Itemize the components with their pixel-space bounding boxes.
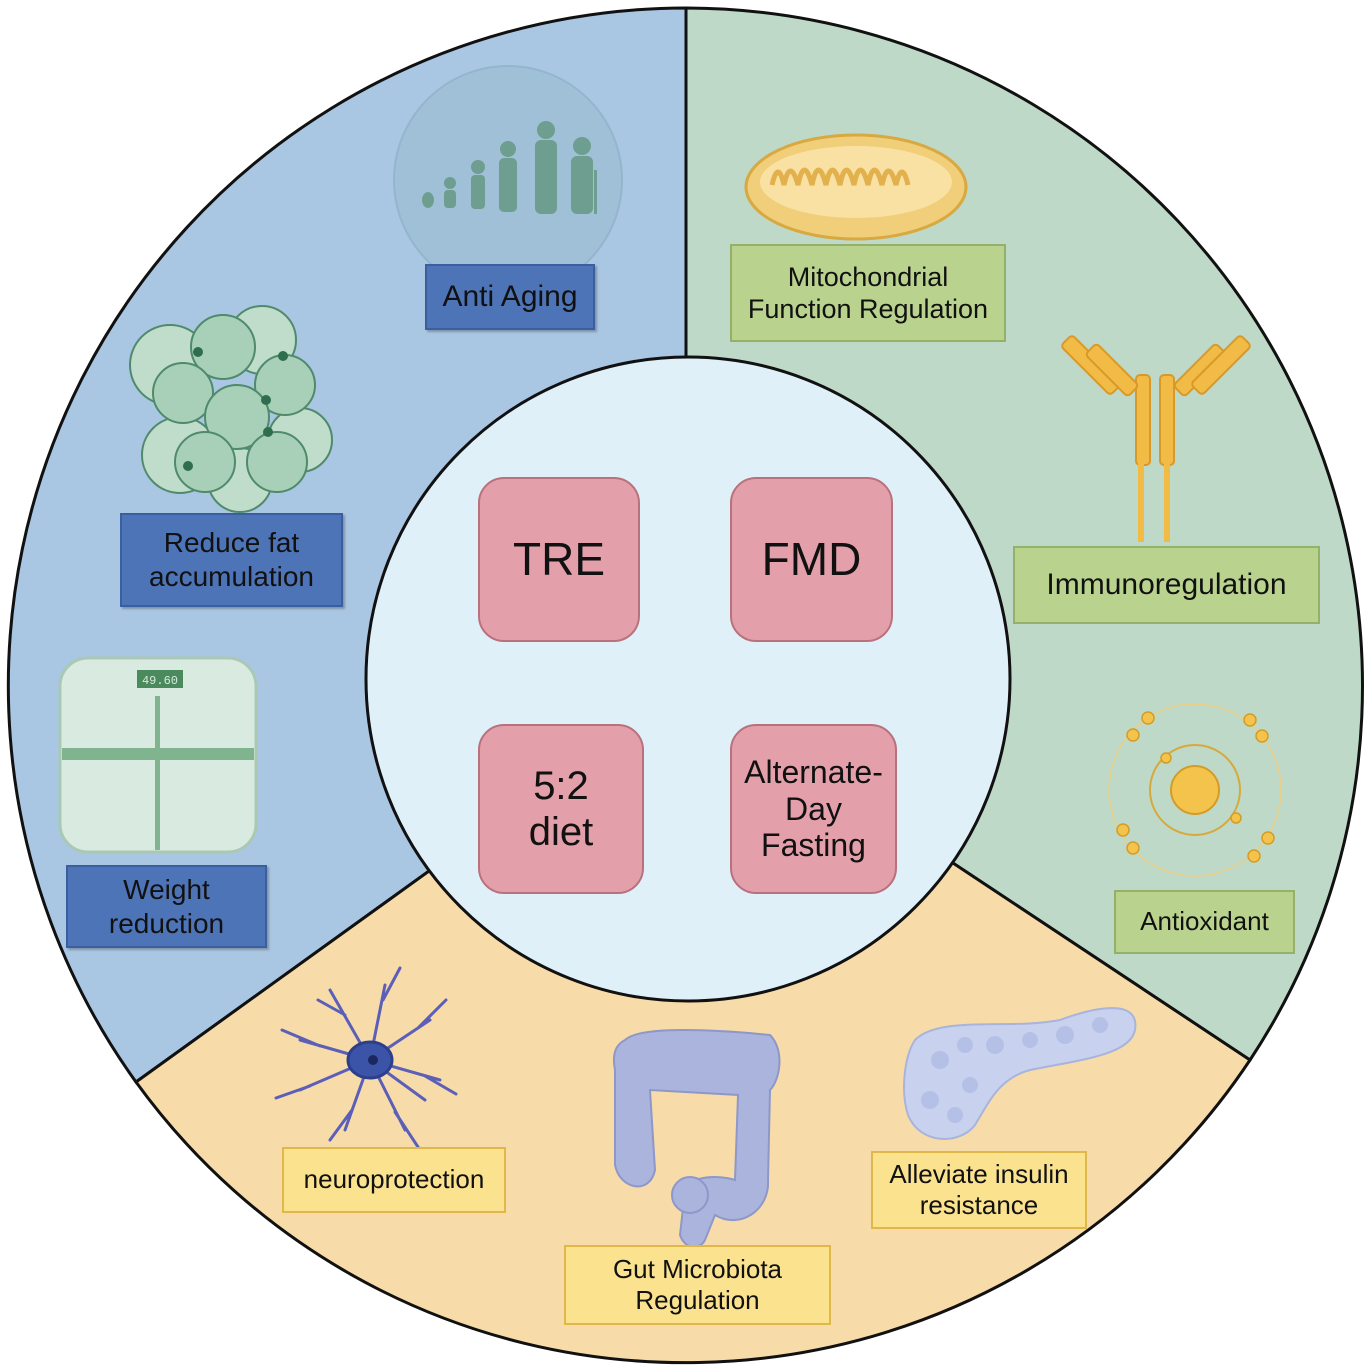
- label-antioxidant: Antioxidant: [1114, 890, 1295, 954]
- pancreas-icon: [903, 1007, 1137, 1140]
- label-weight-reduction: Weight reduction: [66, 865, 267, 948]
- method-tre: TRE: [478, 477, 640, 642]
- atom-icon: [1108, 703, 1282, 877]
- label-reduce-fat: Reduce fat accumulation: [120, 513, 343, 607]
- label-immunoregulation: Immunoregulation: [1013, 546, 1320, 624]
- mitochondrion-icon: [744, 133, 968, 241]
- fat-cells-icon: [129, 305, 333, 513]
- label-anti-aging: Anti Aging: [425, 264, 595, 330]
- antibody-icon: [1061, 335, 1251, 542]
- method-5-2-diet: 5:2 diet: [478, 724, 644, 894]
- method-alternate-day-fasting: Alternate- Day Fasting: [730, 724, 897, 894]
- label-insulin-resistance: Alleviate insulin resistance: [871, 1151, 1087, 1229]
- scale-display: 49.60: [142, 674, 178, 688]
- center-circle: [364, 355, 1012, 1003]
- neuron-icon: [274, 966, 458, 1152]
- method-fmd: FMD: [730, 477, 893, 642]
- label-mitochondrial: Mitochondrial Function Regulation: [730, 244, 1006, 342]
- label-neuroprotection: neuroprotection: [282, 1147, 506, 1213]
- weighing-scale-icon: 49.60: [58, 656, 258, 854]
- human-aging-icon: [393, 65, 623, 295]
- label-gut-microbiota: Gut Microbiota Regulation: [564, 1245, 831, 1325]
